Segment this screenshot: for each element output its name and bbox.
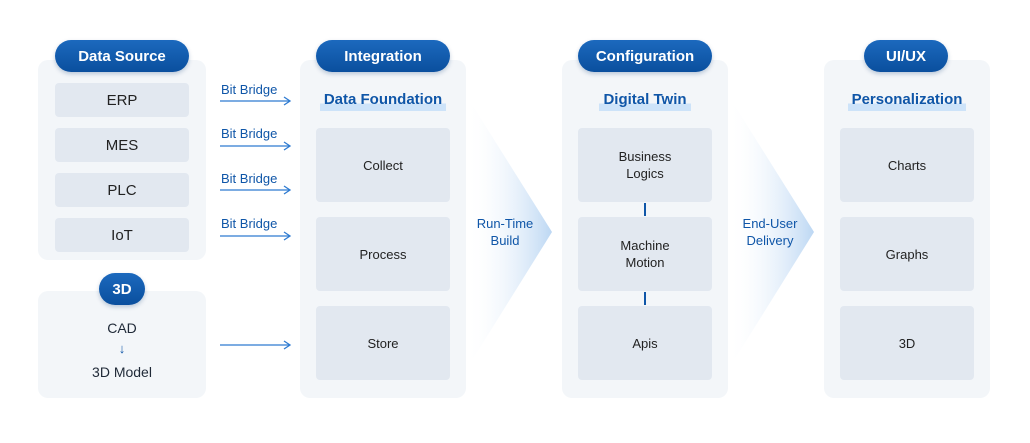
three-d-title: 3D [99, 273, 145, 305]
model-arrow [220, 340, 292, 350]
uiux-item-graphs: Graphs [840, 217, 974, 291]
bit-bridge-label-2: Bit Bridge [221, 126, 278, 141]
uiux-title: UI/UX [864, 40, 948, 72]
integration-item-process: Process [316, 217, 450, 291]
connector-1 [644, 203, 646, 216]
connector-2 [644, 292, 646, 305]
integration-item-collect: Collect [316, 128, 450, 202]
uiux-item-3d: 3D [840, 306, 974, 380]
end-user-delivery-label: End-User Delivery [742, 216, 798, 248]
cad-label: CAD [107, 320, 137, 336]
configuration-subtitle: Digital Twin [562, 91, 728, 111]
down-arrow-icon: ↓ [118, 341, 126, 356]
bridge-arrow-2 [220, 141, 292, 151]
bridge-arrow-4 [220, 231, 292, 241]
integration-item-store: Store [316, 306, 450, 380]
source-item-plc: PLC [55, 173, 189, 207]
source-item-iot: IoT [55, 218, 189, 252]
config-item-machine-motion: Machine Motion [578, 217, 712, 291]
config-item-business-logics: Business Logics [578, 128, 712, 202]
integration-title: Integration [316, 40, 450, 72]
runtime-build-label: Run-Time Build [476, 216, 534, 248]
config-item-apis: Apis [578, 306, 712, 380]
bit-bridge-label-4: Bit Bridge [221, 216, 278, 231]
source-item-mes: MES [55, 128, 189, 162]
runtime-flow-arrow [466, 95, 552, 370]
uiux-item-charts: Charts [840, 128, 974, 202]
bridge-arrow-1 [220, 96, 292, 106]
three-d-model-label: 3D Model [92, 364, 152, 380]
configuration-title: Configuration [578, 40, 712, 72]
bridge-arrow-3 [220, 185, 292, 195]
three-d-panel [38, 291, 206, 398]
bit-bridge-label-3: Bit Bridge [221, 171, 278, 186]
delivery-flow-arrow [728, 95, 814, 370]
uiux-subtitle: Personalization [824, 91, 990, 111]
source-item-erp: ERP [55, 83, 189, 117]
data-source-title: Data Source [55, 40, 189, 72]
integration-subtitle: Data Foundation [300, 91, 466, 111]
bit-bridge-label-1: Bit Bridge [221, 82, 278, 97]
